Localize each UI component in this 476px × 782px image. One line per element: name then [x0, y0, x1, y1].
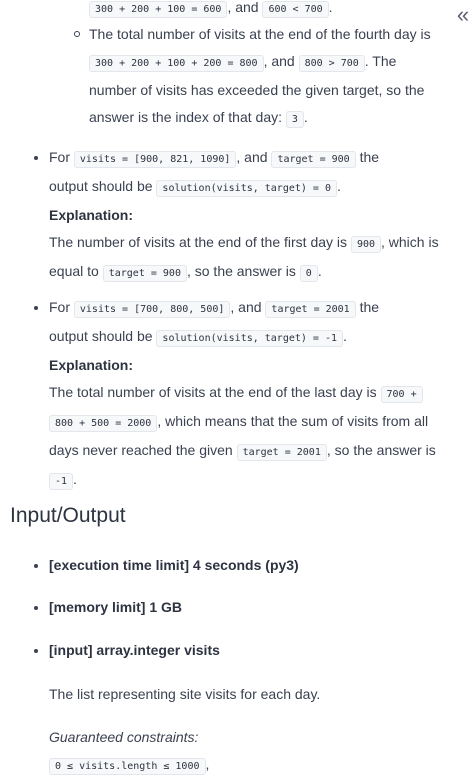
chevrons-left-icon[interactable]: « — [456, 2, 470, 27]
compare-code-700: 600 < 700 — [262, 1, 329, 18]
constraint-line: 0 ≤ visits.length ≤ 1000, — [49, 754, 209, 777]
target-code: target = 2001 — [265, 301, 356, 318]
target-code: target = 900 — [102, 265, 187, 282]
example-item-3: For visits = [700, 800, 500], and target… — [0, 294, 470, 495]
sum-code-600: 300 + 200 + 100 = 600 — [89, 1, 228, 18]
value-code: 900 — [350, 236, 381, 253]
output-code: solution(visits, target) = 0 — [156, 180, 337, 197]
answer-code: 0 — [299, 265, 318, 282]
io-section-title: Input/Output — [10, 504, 126, 527]
compare-code-800: 800 > 700 — [298, 55, 365, 72]
output-code: solution(visits, target) = -1 — [156, 330, 344, 347]
constraint-code: 0 ≤ visits.length ≤ 1000 — [49, 758, 206, 775]
fourth-day-item: The total number of visits at the end of… — [0, 21, 470, 133]
answer-code: -1 — [49, 473, 74, 490]
target-code: target = 900 — [271, 151, 356, 168]
answer-code-3: 3 — [285, 111, 304, 128]
explanation-label: Explanation: — [49, 207, 134, 223]
visits-code: visits = [700, 800, 500] — [73, 301, 231, 318]
sum-code-continued: 800 + 500 = 2000 — [49, 415, 158, 432]
visits-code: visits = [900, 821, 1090] — [73, 151, 237, 168]
top-fragment: 300 + 200 + 100 = 600, and 600 < 700. — [89, 0, 333, 23]
io-item-time-limit: [execution time limit] 4 seconds (py3) — [0, 552, 470, 579]
io-item-input: [input] array.integer visits — [0, 637, 470, 664]
example-item-2: For visits = [900, 821, 1090], and targe… — [0, 144, 470, 287]
sum-code-800: 300 + 200 + 100 + 200 = 800 — [89, 55, 264, 72]
guaranteed-constraints-label: Guaranteed constraints: — [49, 729, 199, 745]
io-item-memory-limit: [memory limit] 1 GB — [0, 594, 470, 621]
fourth-day-text: The total number of visits at the end of… — [89, 21, 470, 133]
sum-code: 700 + — [380, 386, 423, 403]
target-code: target = 2001 — [236, 444, 327, 461]
input-description: The list representing site visits for ea… — [49, 686, 321, 702]
explanation-label: Explanation: — [49, 357, 134, 373]
